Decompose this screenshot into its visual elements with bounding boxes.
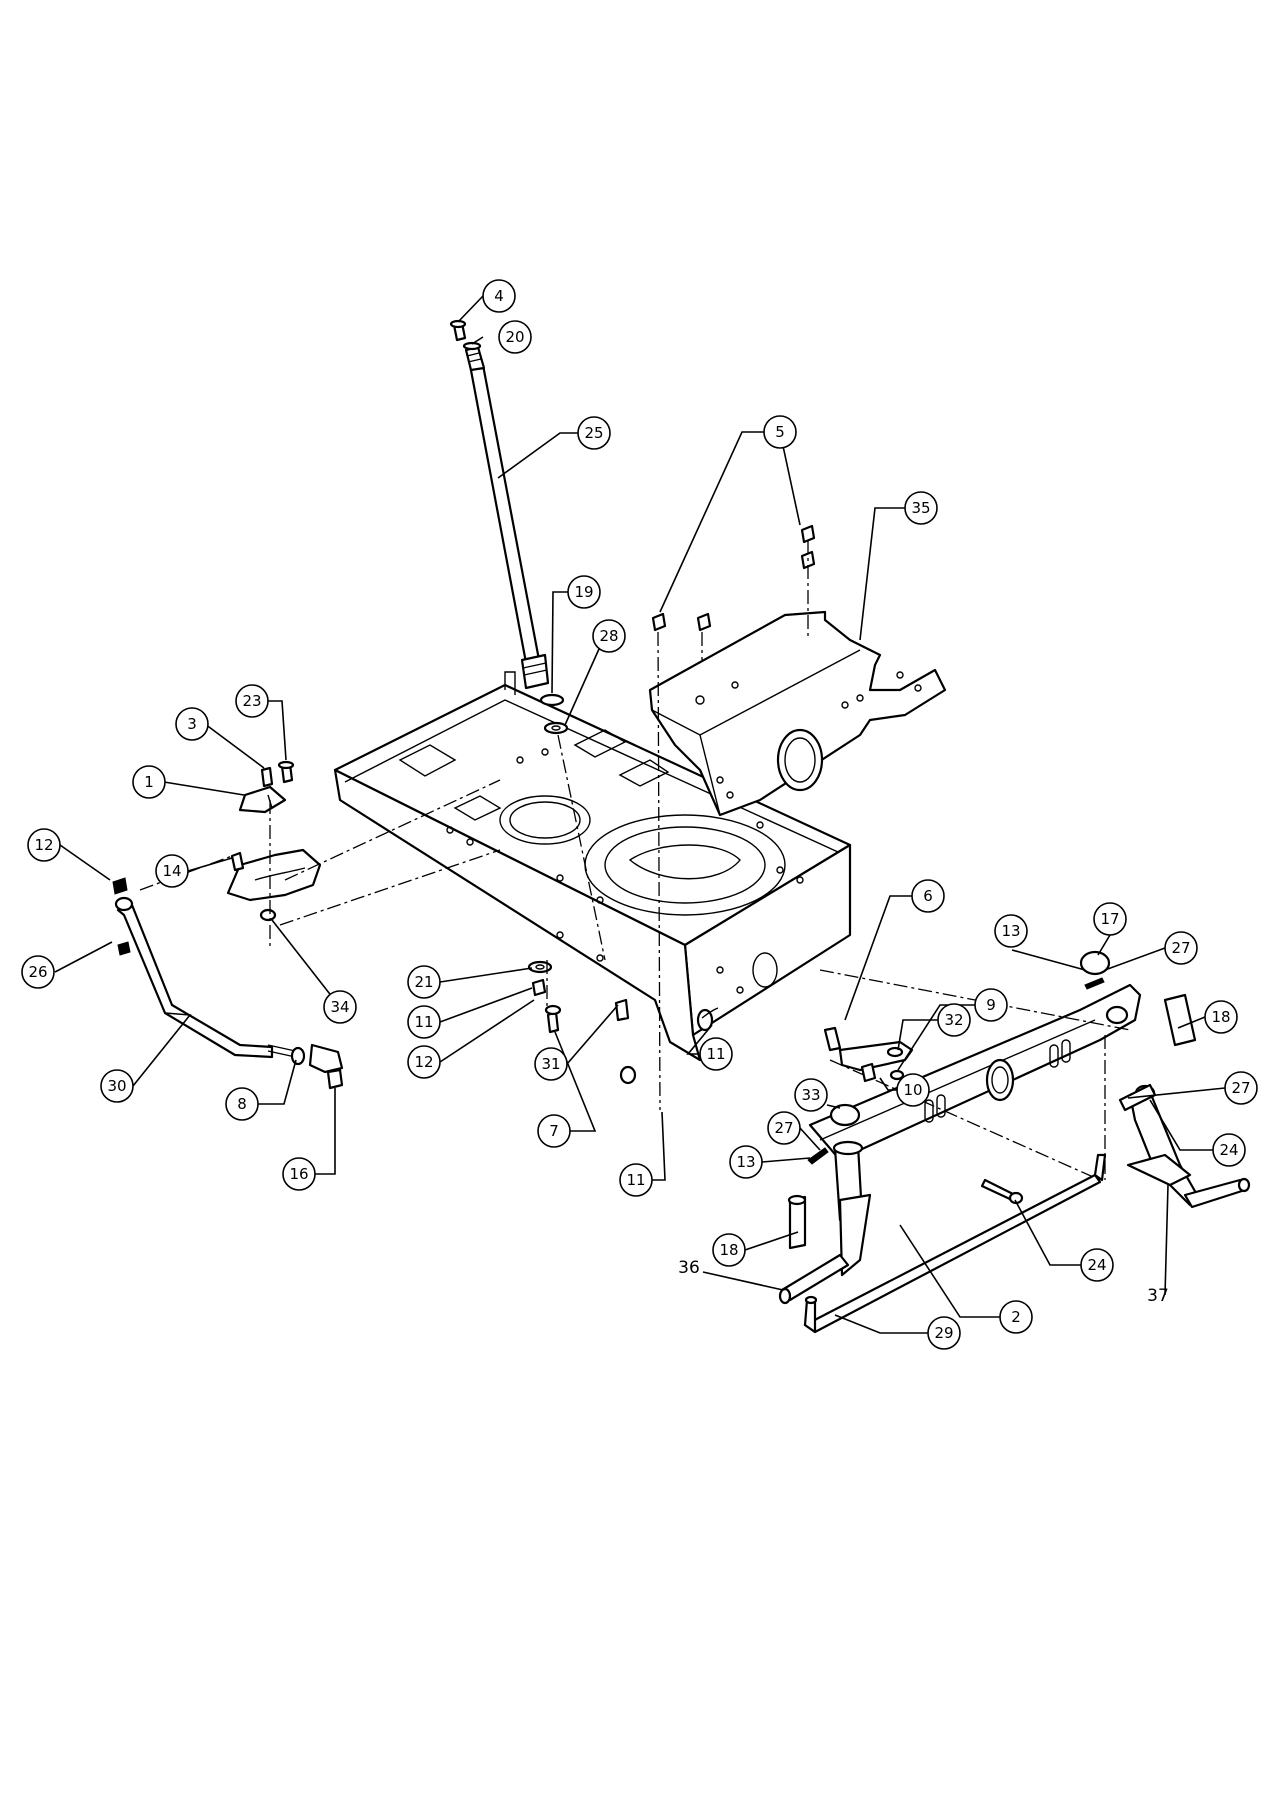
callout-30: 30	[100, 1069, 134, 1103]
callout-27: 27	[767, 1111, 801, 1145]
callout-31: 31	[534, 1047, 568, 1081]
callout-29: 29	[927, 1316, 961, 1350]
svg-text:29: 29	[934, 1324, 953, 1342]
callout-12: 12	[407, 1045, 441, 1079]
svg-text:35: 35	[911, 499, 930, 517]
svg-text:3: 3	[187, 715, 197, 733]
callout-34: 34	[323, 990, 357, 1024]
callout-28: 28	[592, 619, 626, 653]
svg-text:23: 23	[242, 692, 261, 710]
svg-text:12: 12	[414, 1053, 433, 1071]
svg-text:6: 6	[923, 887, 933, 905]
callout-5: 5	[763, 415, 797, 449]
callout-27: 27	[1164, 931, 1198, 965]
svg-text:14: 14	[162, 862, 181, 880]
callout-24: 24	[1212, 1133, 1246, 1167]
callout-11: 11	[699, 1037, 733, 1071]
svg-text:24: 24	[1087, 1256, 1106, 1274]
svg-text:7: 7	[549, 1122, 559, 1140]
callout-4: 4	[482, 279, 516, 313]
svg-text:9: 9	[986, 996, 996, 1014]
svg-text:17: 17	[1100, 910, 1119, 928]
svg-text:4: 4	[494, 287, 504, 305]
callout-10: 10	[896, 1073, 930, 1107]
callout-bubbles: 4 20 25 5 35 19 28 23 3 1 12 14 26 34 21…	[21, 279, 1258, 1350]
steering-arm	[823, 1026, 914, 1083]
svg-text:5: 5	[775, 423, 785, 441]
callout-6: 6	[911, 879, 945, 913]
bracket-35	[648, 524, 947, 1111]
svg-text:24: 24	[1219, 1141, 1238, 1159]
svg-text:2: 2	[1011, 1308, 1021, 1326]
svg-text:32: 32	[944, 1011, 963, 1029]
label-37: 37	[1147, 1286, 1169, 1306]
callout-35: 35	[904, 491, 938, 525]
svg-text:26: 26	[28, 963, 47, 981]
svg-text:18: 18	[719, 1241, 738, 1259]
svg-text:12: 12	[34, 836, 53, 854]
callout-13: 13	[994, 914, 1028, 948]
svg-text:21: 21	[414, 973, 433, 991]
callout-26: 26	[21, 955, 55, 989]
callout-1: 1	[132, 765, 166, 799]
front-axle	[808, 969, 1142, 1181]
svg-text:27: 27	[1231, 1079, 1250, 1097]
sector-gear-assembly	[226, 760, 501, 950]
main-frame	[333, 671, 852, 1062]
svg-text:13: 13	[736, 1153, 755, 1171]
callout-13: 13	[729, 1145, 763, 1179]
svg-text:8: 8	[237, 1095, 247, 1113]
callout-8: 8	[225, 1087, 259, 1121]
drag-link	[112, 855, 344, 1090]
callout-25: 25	[577, 416, 611, 450]
callout-3: 3	[175, 707, 209, 741]
svg-text:18: 18	[1211, 1008, 1230, 1026]
callout-20: 20	[498, 320, 532, 354]
svg-text:31: 31	[541, 1055, 560, 1073]
plain-labels: 36 37	[678, 1258, 1169, 1306]
callout-19: 19	[567, 575, 601, 609]
callout-14: 14	[155, 854, 189, 888]
svg-text:27: 27	[774, 1119, 793, 1137]
label-36: 36	[678, 1258, 700, 1278]
center-hardware	[527, 960, 719, 1085]
callout-21: 21	[407, 965, 441, 999]
svg-text:30: 30	[107, 1077, 126, 1095]
callout-17: 17	[1093, 902, 1127, 936]
callout-24: 24	[1080, 1248, 1114, 1282]
callout-18: 18	[1204, 1000, 1238, 1034]
left-spindle	[778, 1103, 872, 1305]
callout-23: 23	[235, 684, 269, 718]
callout-11: 11	[407, 1005, 441, 1039]
svg-text:13: 13	[1001, 922, 1020, 940]
callout-33: 33	[794, 1078, 828, 1112]
callout-32: 32	[937, 1003, 971, 1037]
svg-text:19: 19	[574, 583, 593, 601]
right-spindle	[1079, 950, 1251, 1209]
svg-text:27: 27	[1171, 939, 1190, 957]
svg-text:16: 16	[289, 1165, 308, 1183]
svg-text:25: 25	[584, 424, 603, 442]
callout-7: 7	[537, 1114, 571, 1148]
svg-text:34: 34	[330, 998, 349, 1016]
steering-shaft	[449, 319, 606, 961]
callout-18: 18	[712, 1233, 746, 1267]
svg-text:10: 10	[903, 1081, 922, 1099]
svg-text:11: 11	[414, 1013, 433, 1031]
callout-2: 2	[999, 1300, 1033, 1334]
callout-11: 11	[619, 1163, 653, 1197]
svg-text:20: 20	[505, 328, 524, 346]
leader-lines	[54, 295, 1226, 1334]
callout-16: 16	[282, 1157, 316, 1191]
callout-12: 12	[27, 828, 61, 862]
svg-text:11: 11	[626, 1171, 645, 1189]
callout-27: 27	[1224, 1071, 1258, 1105]
svg-text:1: 1	[144, 773, 154, 791]
svg-text:11: 11	[706, 1045, 725, 1063]
svg-text:28: 28	[599, 627, 618, 645]
callout-9: 9	[974, 988, 1008, 1022]
svg-text:33: 33	[801, 1086, 820, 1104]
